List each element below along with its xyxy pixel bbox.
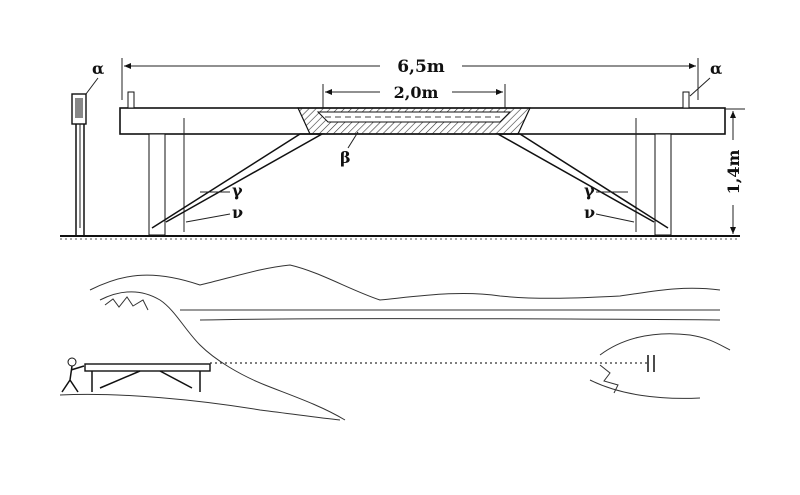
height-label: 1,4m (724, 150, 743, 195)
table-top (119, 91, 726, 135)
label-gamma-right: γ (584, 181, 595, 200)
landscape-sketch (59, 264, 731, 421)
surveyor-figure (61, 357, 85, 393)
label-alpha-left: α (92, 59, 104, 78)
target-rod (647, 355, 655, 372)
label-gamma-left: γ (232, 181, 243, 200)
label-alpha-right: α (710, 59, 722, 78)
total-length-dimension: 6,5m (121, 57, 699, 100)
sight-pin-left (127, 91, 135, 109)
label-nu-right: ν (584, 203, 595, 222)
height-dimension: 1,4m (724, 108, 745, 234)
trough-length-dimension: 2,0m (322, 83, 506, 108)
trough-length-label: 2,0m (394, 83, 439, 102)
small-table (84, 363, 211, 372)
label-nu-left: ν (232, 203, 243, 222)
total-length-label: 6,5m (397, 57, 445, 77)
sight-pin-right (682, 91, 690, 109)
label-beta: β (340, 148, 351, 167)
ground-line (60, 235, 740, 240)
plumb-rod (71, 93, 87, 235)
